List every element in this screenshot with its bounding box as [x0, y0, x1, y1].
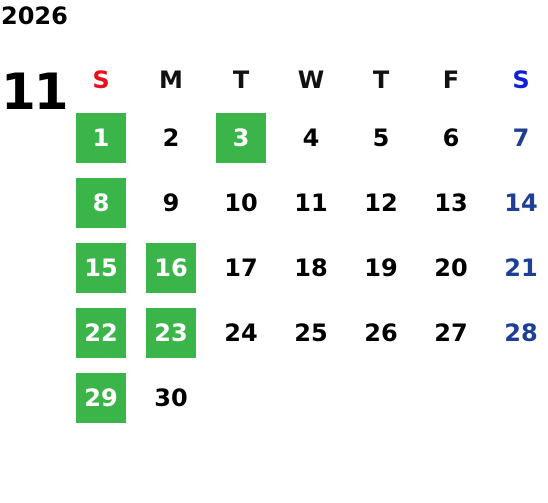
day-14[interactable]: 14 [504, 188, 538, 217]
day-cell: 12 [346, 170, 416, 235]
day-1[interactable]: 1 [76, 112, 126, 163]
day-cell: 10 [206, 170, 276, 235]
day-cell: 30 [136, 365, 206, 430]
day-cell [416, 365, 486, 430]
month-label: 11 [1, 63, 69, 121]
day-cell: 18 [276, 235, 346, 300]
day-cell: 14 [486, 170, 548, 235]
day-13[interactable]: 13 [434, 188, 468, 217]
day-4[interactable]: 4 [302, 123, 320, 152]
day-20[interactable]: 20 [434, 253, 468, 282]
day-cell: 5 [346, 105, 416, 170]
day-cell: 1 [66, 105, 136, 170]
day-21[interactable]: 21 [504, 253, 538, 282]
day-cell: 25 [276, 300, 346, 365]
day-cell: 11 [276, 170, 346, 235]
day-29[interactable]: 29 [76, 372, 126, 423]
day-cell: 26 [346, 300, 416, 365]
weekday-header-tuesday: T [232, 66, 250, 94]
day-11[interactable]: 11 [294, 188, 328, 217]
day-15[interactable]: 15 [76, 242, 126, 293]
day-cell: 16 [136, 235, 206, 300]
day-cell: 7 [486, 105, 548, 170]
day-cell: 21 [486, 235, 548, 300]
day-24[interactable]: 24 [224, 318, 258, 347]
day-cell: 2 [136, 105, 206, 170]
day-cell: 4 [276, 105, 346, 170]
day-12[interactable]: 12 [364, 188, 398, 217]
day-30[interactable]: 30 [154, 383, 188, 412]
day-28[interactable]: 28 [504, 318, 538, 347]
day-cell: 22 [66, 300, 136, 365]
day-cell: 24 [206, 300, 276, 365]
weekday-header-friday: F [442, 66, 460, 94]
day-cell: 9 [136, 170, 206, 235]
day-cell: 27 [416, 300, 486, 365]
day-7[interactable]: 7 [512, 123, 530, 152]
day-cell: 29 [66, 365, 136, 430]
day-cell: 3 [206, 105, 276, 170]
day-9[interactable]: 9 [162, 188, 180, 217]
day-22[interactable]: 22 [76, 307, 126, 358]
day-6[interactable]: 6 [442, 123, 460, 152]
weekday-header-monday: M [159, 66, 183, 94]
day-27[interactable]: 27 [434, 318, 468, 347]
day-cell [346, 365, 416, 430]
day-cell [276, 365, 346, 430]
day-23[interactable]: 23 [146, 307, 196, 358]
day-cell: 13 [416, 170, 486, 235]
day-cell: 15 [66, 235, 136, 300]
day-17[interactable]: 17 [224, 253, 258, 282]
day-cell: 17 [206, 235, 276, 300]
day-18[interactable]: 18 [294, 253, 328, 282]
day-cell: 23 [136, 300, 206, 365]
day-10[interactable]: 10 [224, 188, 258, 217]
day-8[interactable]: 8 [76, 177, 126, 228]
day-cell: 20 [416, 235, 486, 300]
day-cell [206, 365, 276, 430]
year-label: 2026 [1, 2, 68, 30]
weekday-header-thursday: T [372, 66, 390, 94]
day-cell: 8 [66, 170, 136, 235]
day-3[interactable]: 3 [216, 112, 266, 163]
day-25[interactable]: 25 [294, 318, 328, 347]
day-26[interactable]: 26 [364, 318, 398, 347]
weekday-header-sunday: S [92, 66, 110, 94]
weekday-header-wednesday: W [297, 66, 325, 94]
day-cell [486, 365, 548, 430]
weekday-header-saturday: S [512, 66, 530, 94]
day-5[interactable]: 5 [372, 123, 390, 152]
day-cell: 19 [346, 235, 416, 300]
day-16[interactable]: 16 [146, 242, 196, 293]
day-19[interactable]: 19 [364, 253, 398, 282]
day-cell: 28 [486, 300, 548, 365]
day-2[interactable]: 2 [162, 123, 180, 152]
day-cell: 6 [416, 105, 486, 170]
